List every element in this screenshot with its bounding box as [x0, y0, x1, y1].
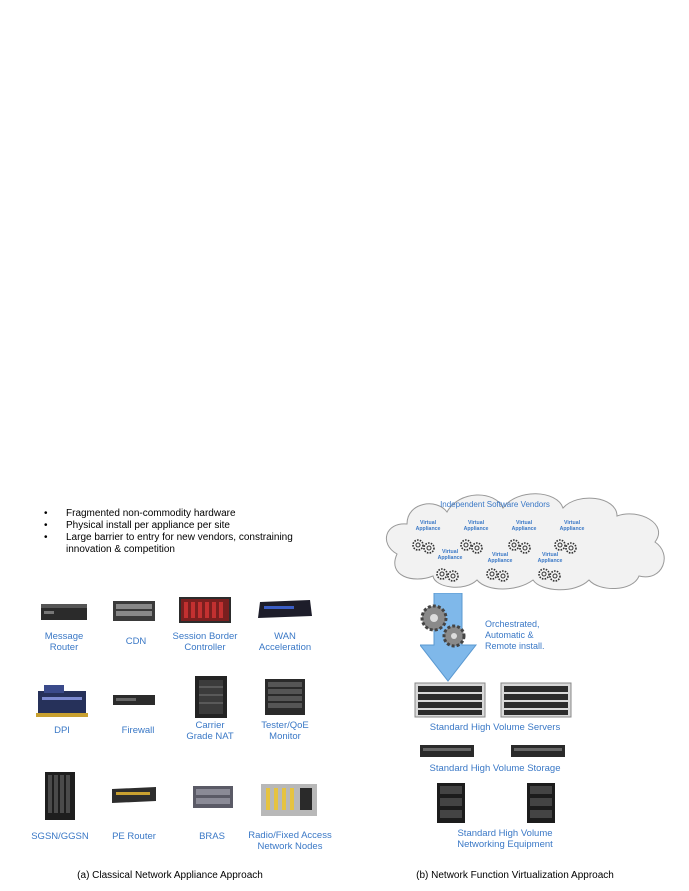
gear-icon	[508, 539, 531, 554]
gear-icon	[538, 568, 561, 582]
storage-image	[420, 745, 474, 757]
virtual-appliance-label: Virtual Appliance	[463, 520, 489, 532]
bullet-2: Physical install per appliance per site	[42, 520, 332, 532]
gear-icon-cluster	[412, 539, 577, 582]
gear-icon	[554, 539, 577, 554]
software-vendor-cloud	[386, 493, 665, 591]
dpi-image	[36, 685, 88, 717]
virtual-appliance-label: Virtual Appliance	[537, 552, 563, 564]
bullet-3: Large barrier to entry for new vendors, …	[42, 532, 332, 544]
bullet-1: Fragmented non-commodity hardware	[42, 508, 332, 520]
carrier-grade-nat-image	[195, 676, 227, 718]
drawback-list: Fragmented non-commodity hardware Physic…	[42, 508, 332, 556]
pe-router-label: PE Router	[112, 831, 156, 842]
virtual-appliance-label: Virtual Appliance	[415, 520, 441, 532]
wan-acceleration-image	[258, 600, 312, 618]
firewall-label: Firewall	[121, 725, 155, 736]
carrier-grade-nat-label: Carrier Grade NAT	[186, 720, 234, 742]
cloud-title: Independent Software Vendors	[440, 500, 550, 509]
networking-label: Standard High Volume Networking Equipmen…	[457, 828, 553, 850]
virtual-appliance-label: Virtual Appliance	[487, 552, 513, 564]
server-image	[500, 682, 572, 718]
gear-icon	[412, 539, 435, 554]
tester-qoe-monitor-image	[265, 679, 305, 715]
orchestration-text: Orchestrated, Automatic & Remote install…	[485, 619, 545, 651]
bullet-3-continued: innovation & competition	[66, 544, 175, 555]
session-border-controller-image	[179, 597, 231, 623]
session-border-controller-label: Session Border Controller	[172, 631, 238, 653]
message-router-label: Message Router	[44, 631, 84, 653]
gear-icon	[486, 568, 509, 582]
dpi-label: DPI	[54, 725, 70, 736]
cdn-image	[113, 601, 155, 621]
networking-equipment-image	[527, 783, 555, 823]
gear-icon	[460, 539, 483, 554]
sgsn-ggsn-label: SGSN/GGSN	[31, 831, 89, 842]
wan-acceleration-label: WAN Acceleration	[258, 631, 312, 653]
virtual-appliance-label: Virtual Appliance	[511, 520, 537, 532]
radio-fixed-access-label: Radio/Fixed Access Network Nodes	[248, 830, 332, 852]
pe-router-image	[112, 787, 156, 803]
bras-label: BRAS	[199, 831, 225, 842]
gear-icon	[436, 568, 459, 582]
cdn-label: CDN	[125, 636, 147, 647]
networking-equipment-image	[437, 783, 465, 823]
storage-label: Standard High Volume Storage	[429, 763, 561, 774]
storage-image	[511, 745, 565, 757]
radio-fixed-access-image	[261, 784, 317, 816]
caption-left: (a) Classical Network Appliance Approach	[77, 870, 263, 881]
sgsn-ggsn-image	[45, 772, 75, 820]
servers-label: Standard High Volume Servers	[429, 722, 561, 733]
bras-image	[193, 786, 233, 808]
virtual-appliance-label: Virtual Appliance	[559, 520, 585, 532]
orchestration-gear-icon	[420, 604, 466, 648]
server-image	[414, 682, 486, 718]
caption-right: (b) Network Function Virtualization Appr…	[416, 870, 614, 881]
virtual-appliance-label: Virtual Appliance	[437, 549, 463, 561]
firewall-image	[113, 695, 155, 705]
message-router-image	[41, 604, 87, 620]
tester-qoe-monitor-label: Tester/QoE Monitor	[261, 720, 309, 742]
